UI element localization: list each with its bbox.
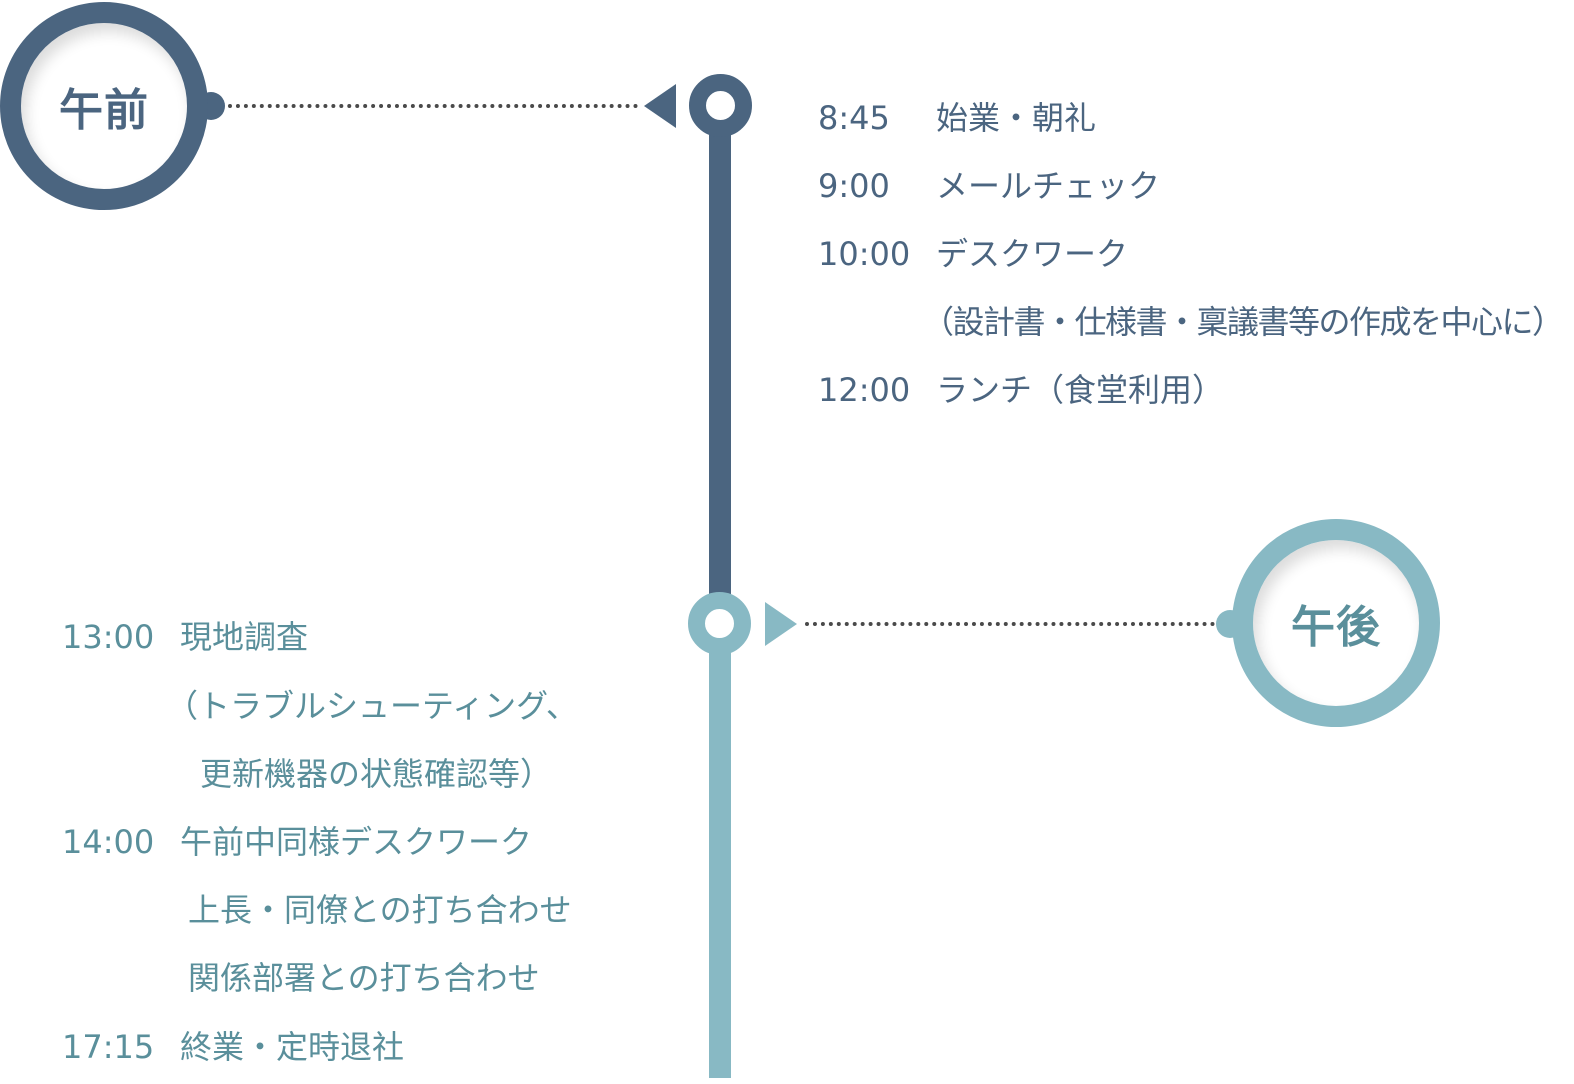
schedule-activity: （トラブルシューティング、	[166, 687, 578, 725]
schedule-time: 17:15	[62, 1028, 155, 1066]
schedule-time: 12:00	[818, 371, 911, 409]
schedule-activity: 関係部署との打ち合わせ	[188, 959, 540, 997]
arrowhead-left-icon	[644, 84, 676, 128]
schedule-activity: ランチ（食堂利用）	[936, 371, 1225, 409]
connector-dotted-line-morning	[228, 104, 638, 108]
morning-badge: 午前	[0, 2, 208, 210]
timeline-node-afternoon	[688, 592, 751, 655]
schedule-time: 14:00	[62, 823, 155, 861]
schedule-activity: 現地調査	[180, 618, 309, 656]
afternoon-label: 午後	[1291, 602, 1381, 653]
afternoon-badge: 午後	[1232, 519, 1440, 727]
timeline-bar-afternoon	[709, 640, 731, 1078]
schedule-time: 13:00	[62, 618, 155, 656]
schedule-activity: メールチェック	[936, 167, 1161, 205]
timeline-node-morning	[689, 74, 752, 137]
schedule-time: 9:00	[818, 167, 890, 205]
arrowhead-right-icon	[765, 602, 797, 646]
timeline-bar-morning	[709, 120, 731, 610]
schedule-activity: 上長・同僚との打ち合わせ	[188, 891, 572, 929]
schedule-activity: 終業・定時退社	[180, 1028, 405, 1066]
schedule-activity: デスクワーク	[936, 235, 1129, 273]
morning-label: 午前	[59, 85, 149, 136]
schedule-time: 10:00	[818, 235, 911, 273]
schedule-activity: 始業・朝礼	[936, 99, 1097, 137]
schedule-activity: （設計書・仕様書・稟議書等の作成を中心に）	[922, 303, 1564, 341]
schedule-time: 8:45	[818, 99, 890, 137]
schedule-activity: 午前中同様デスクワーク	[180, 823, 533, 861]
schedule-activity: 更新機器の状態確認等）	[200, 755, 553, 793]
connector-dotted-line-afternoon	[805, 622, 1215, 626]
